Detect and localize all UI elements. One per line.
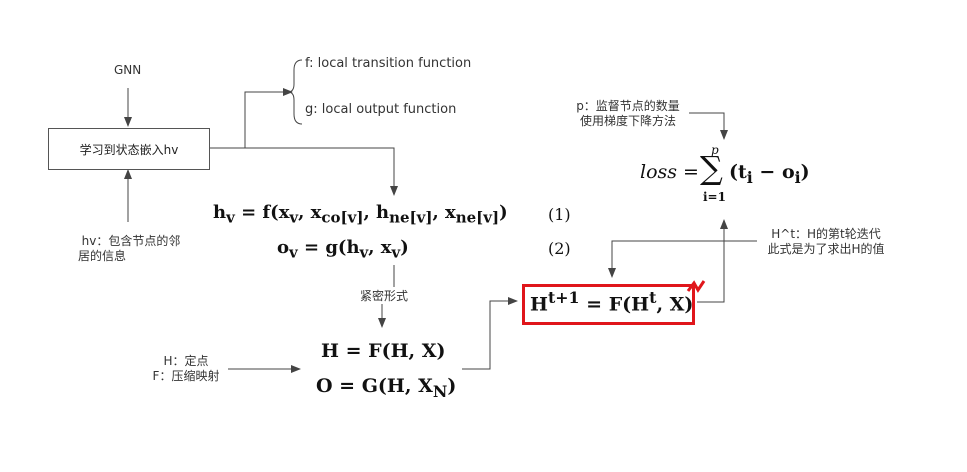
- equation-2-number: (2): [548, 239, 571, 258]
- Ht-note-line2: 此式是为了求出H的值: [767, 242, 885, 256]
- arrow-embed-to-functions: [208, 88, 293, 149]
- H-note-line1: H：定点: [163, 354, 209, 368]
- equation-1-number: (1): [548, 205, 571, 224]
- p-note-line2: 使用梯度下降方法: [579, 114, 676, 128]
- arrow-O-to-iteration: [462, 297, 518, 370]
- equation-loss-left: loss =: [640, 161, 699, 183]
- arrow-pnote-to-loss: [689, 112, 728, 140]
- hv-note: hv：包含节点的邻 居的信息: [70, 234, 192, 264]
- p-note-line1: p：监督节点的数量: [576, 99, 680, 113]
- red-pen-mark: [686, 280, 706, 293]
- gnn-label: GNN: [114, 63, 142, 77]
- arrow-embed-to-eq1: [208, 147, 398, 196]
- iteration-highlight-box: [522, 284, 695, 325]
- H-note: H：定点 F：压缩映射: [140, 354, 232, 384]
- compact-label: 紧密形式: [360, 289, 409, 303]
- g-definition: g: local output function: [305, 102, 457, 117]
- embed-box-label: 学习到状态嵌入hv: [79, 142, 179, 157]
- f-definition: f: local transition function: [305, 56, 472, 71]
- hv-note-line2: 居的信息: [78, 249, 127, 263]
- F-note-line2: F：压缩映射: [152, 369, 220, 383]
- hv-note-line1: hv：包含节点的邻: [81, 234, 181, 248]
- arrow-Htnote-to-iteration: [608, 240, 757, 278]
- sum-lower-limit: i=1: [703, 190, 726, 204]
- p-note: p：监督节点的数量 使用梯度下降方法: [563, 99, 693, 129]
- Ht-note-line1: H^t：H的第t轮迭代: [771, 227, 881, 241]
- equation-O: O = G(H, XN): [316, 375, 457, 401]
- arrow-iteration-to-loss: [697, 219, 728, 303]
- sum-symbol: ∑: [700, 149, 723, 187]
- equation-1: hv = f(xv, xco[v], hne[v], xne[v]): [213, 202, 508, 227]
- Ht-note: H^t：H的第t轮迭代 此式是为了求出H的值: [757, 227, 895, 257]
- equation-2: ov = g(hv, xv): [277, 237, 409, 262]
- sum-upper-limit: p: [711, 143, 719, 157]
- equation-H: H = F(H, X): [321, 340, 446, 362]
- embed-box: 学习到状态嵌入hv: [48, 128, 210, 170]
- equation-iteration: Ht+1 = F(Ht, X): [530, 288, 694, 316]
- equation-loss-right: (ti − oi): [729, 161, 810, 187]
- brace: [287, 59, 303, 125]
